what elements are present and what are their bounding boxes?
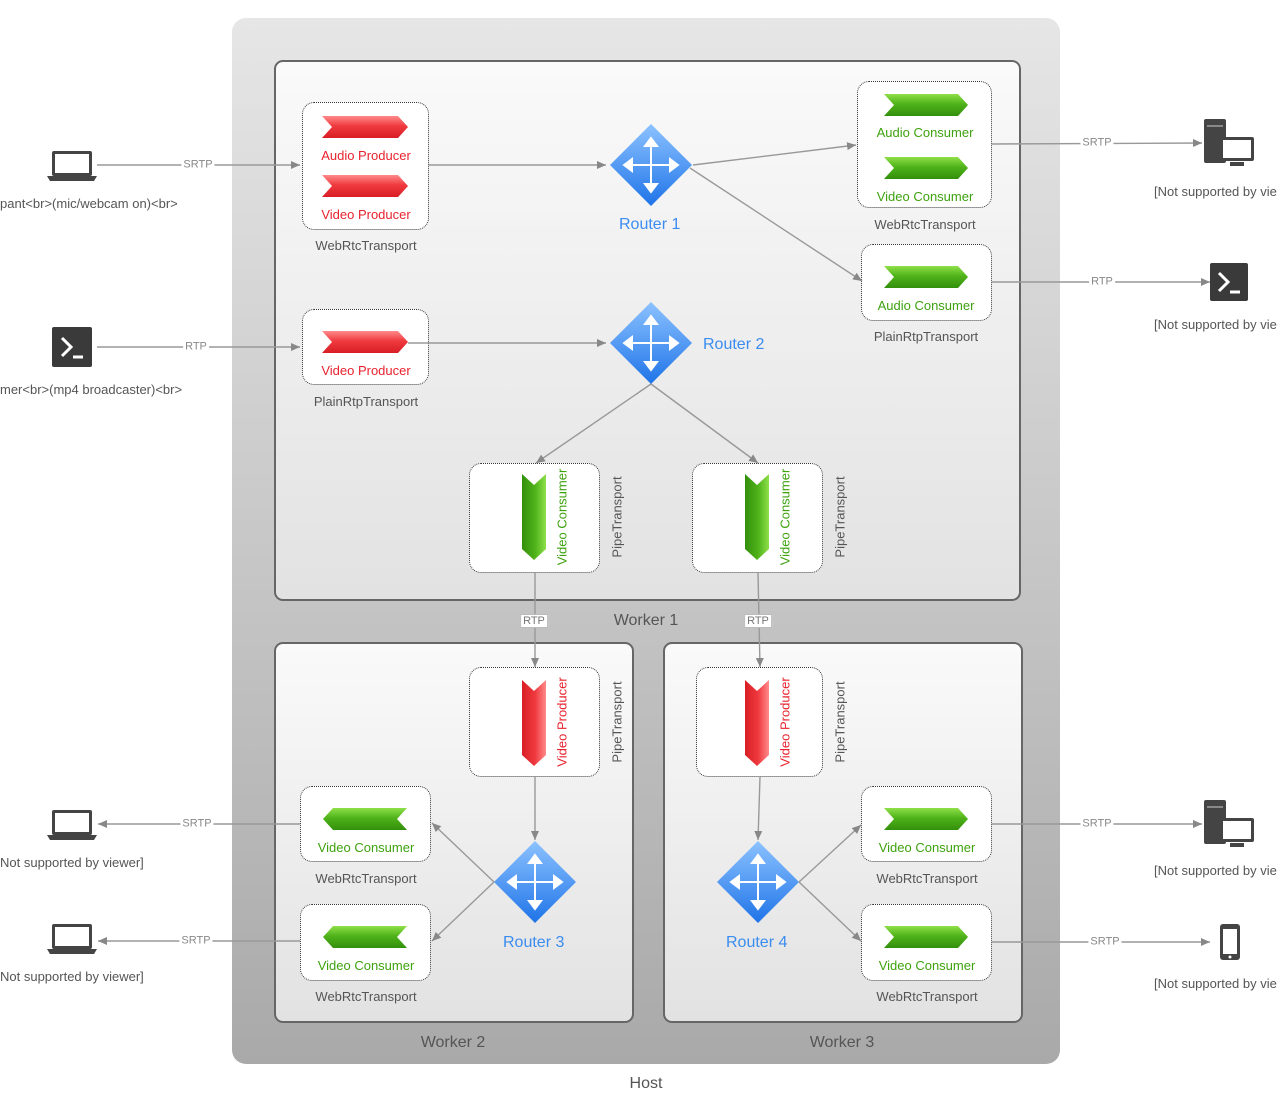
edge-router2-pipe-a — [535, 383, 652, 464]
pipe-transport-label: PipeTransport — [609, 681, 625, 763]
video-producer-shape — [322, 175, 408, 197]
router-3-label: Router 3 — [503, 934, 565, 951]
video-consumer-w2-b-label: Video Consumer — [317, 958, 415, 973]
host-label: Host — [629, 1075, 663, 1092]
webrtc-transport-out — [857, 81, 992, 208]
audio-consumer-plain-label: Audio Consumer — [877, 298, 975, 313]
edge-label-rtp: RTP — [1089, 275, 1115, 289]
router-1-label: Router 1 — [619, 216, 681, 233]
router-2-icon — [610, 302, 692, 384]
transport-label: WebRtcTransport — [874, 217, 976, 232]
edge-router3-consumer-b — [431, 881, 495, 942]
router-4-label: Router 4 — [726, 934, 788, 951]
video-producer-plain-shape — [322, 331, 408, 353]
video-consumer-w2-a-label: Video Consumer — [317, 840, 415, 855]
audio-producer-label: Audio Producer — [321, 148, 411, 163]
video-consumer-w3-a-shape — [884, 808, 968, 830]
pipe-producer-w2-label: Video Producer — [554, 677, 570, 767]
pipe-producer-w2-shape — [522, 680, 546, 766]
viewer-label: Not supported by viewer] — [0, 855, 144, 870]
worker-2-label: Worker 2 — [420, 1034, 486, 1051]
transport-label: PlainRtpTransport — [313, 394, 419, 409]
viewer-label: [Not supported by vie — [1154, 976, 1277, 991]
video-consumer-w3-b-label: Video Consumer — [878, 958, 976, 973]
worker-3-label: Worker 3 — [809, 1034, 875, 1051]
edge-router1-plain-out — [689, 167, 863, 282]
audio-consumer-label: Audio Consumer — [876, 125, 974, 140]
edge-label-srtp: SRTP — [181, 158, 215, 172]
pipe-transport-label: PipeTransport — [832, 681, 848, 763]
audio-consumer-shape — [884, 94, 968, 116]
video-consumer-w3-a-label: Video Consumer — [878, 840, 976, 855]
transport-label: WebRtcTransport — [876, 871, 978, 886]
edge-router1-webrtc-out — [692, 142, 857, 166]
video-consumer-w3-b-shape — [884, 926, 968, 948]
pipe-transport-label: PipeTransport — [609, 476, 625, 558]
router-2-label: Router 2 — [703, 336, 765, 353]
laptop-icon — [47, 924, 97, 954]
viewer-label: [Not supported by vie — [1154, 184, 1277, 199]
transport-label: PlainRtpTransport — [873, 329, 979, 344]
video-consumer-shape — [884, 157, 968, 179]
edge-label-srtp: SRTP — [1080, 136, 1114, 150]
transport-label: WebRtcTransport — [876, 989, 978, 1004]
audio-producer-shape — [322, 116, 408, 138]
edge-label-srtp: SRTP — [180, 817, 214, 831]
viewer-label: [Not supported by vie — [1154, 863, 1277, 878]
router-3-icon — [494, 841, 576, 923]
laptop-icon — [47, 810, 97, 840]
video-producer-label: Video Producer — [321, 207, 411, 222]
edge-label-srtp: SRTP — [1080, 817, 1114, 831]
desktop-icon — [1204, 119, 1254, 166]
phone-icon — [1220, 924, 1240, 960]
edge-label-rtp: RTP — [744, 614, 772, 628]
pipe-consumer-b-label: Video Consumer — [777, 468, 793, 566]
webrtc-transport-in — [302, 102, 429, 230]
pipe-consumer-b-shape — [745, 474, 769, 560]
video-consumer-w2-b-shape — [323, 926, 407, 948]
transport-label: WebRtcTransport — [315, 871, 417, 886]
viewer-label: [Not supported by vie — [1154, 317, 1277, 332]
viewer-label: Not supported by viewer] — [0, 969, 144, 984]
edge-label-rtp: RTP — [520, 614, 548, 628]
transport-label: WebRtcTransport — [315, 238, 417, 253]
terminal-icon — [1210, 263, 1248, 301]
pipe-producer-w3-label: Video Producer — [777, 677, 793, 767]
router-1-icon — [610, 124, 692, 206]
audio-consumer-plain-shape — [884, 266, 968, 288]
edge-label-srtp: SRTP — [1088, 935, 1122, 949]
edge-router4-consumer-b — [798, 881, 862, 942]
video-consumer-label: Video Consumer — [876, 189, 974, 204]
edge-pipe-router4 — [754, 776, 763, 841]
pipe-consumer-a-label: Video Consumer — [554, 468, 570, 566]
video-consumer-w2-a-shape — [323, 808, 407, 830]
worker-1-label: Worker 1 — [613, 612, 679, 629]
edge-label-rtp: RTP — [183, 340, 209, 354]
pipe-transport-label: PipeTransport — [832, 476, 848, 558]
edge-label-srtp: SRTP — [179, 934, 213, 948]
participant-label: pant<br>(mic/webcam on)<br> — [0, 196, 178, 211]
desktop-icon — [1204, 800, 1254, 847]
streamer-label: mer<br>(mp4 broadcaster)<br> — [0, 382, 183, 397]
video-producer-plain-label: Video Producer — [321, 363, 411, 378]
pipe-consumer-a-shape — [522, 474, 546, 560]
terminal-icon — [52, 327, 92, 367]
edge-router2-pipe-b — [650, 383, 759, 464]
transport-label: WebRtcTransport — [315, 989, 417, 1004]
pipe-producer-w3-shape — [745, 680, 769, 766]
laptop-icon — [47, 151, 97, 181]
router-4-icon — [717, 841, 799, 923]
edge-router4-consumer-a — [798, 824, 862, 883]
edge-router3-consumer-a — [431, 822, 495, 883]
